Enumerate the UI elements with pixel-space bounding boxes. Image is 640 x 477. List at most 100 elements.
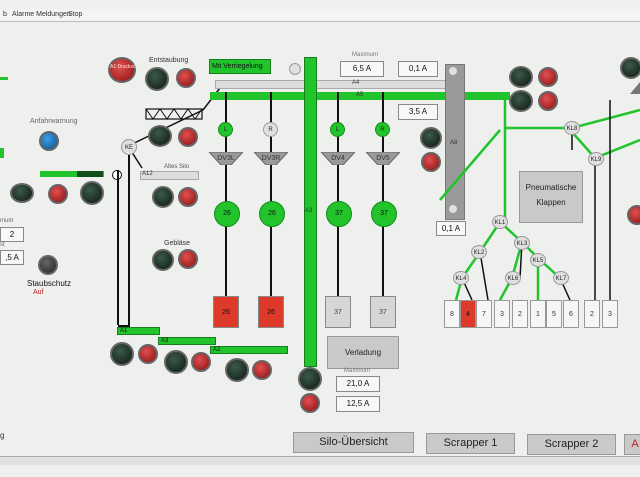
cell-3[interactable]: 7 [476, 300, 492, 328]
entstaubung-label: Entstaubung [149, 57, 189, 64]
mit-verriegelung-toggle[interactable]: Mit Verriegelung [209, 59, 271, 74]
cell-7[interactable]: 5 [546, 300, 562, 328]
silo-box-dv3l[interactable]: 26 [213, 296, 239, 328]
far-right-red-lamp[interactable] [627, 205, 640, 225]
a2-lamp[interactable] [225, 358, 249, 382]
menu-item-b[interactable]: b [3, 11, 7, 18]
ke-vertical-line [128, 155, 130, 325]
verladung-red-lamp[interactable] [300, 393, 320, 413]
scrapper-2-button[interactable]: Scrapper 2 [527, 434, 616, 455]
top-junction-node [289, 63, 301, 75]
valve-kl6[interactable]: KL6 [505, 271, 521, 285]
cell-10[interactable]: 3 [602, 300, 618, 328]
valve-kl1[interactable]: KL1 [492, 215, 508, 229]
left-lamp-1[interactable] [10, 183, 34, 203]
staubschutz-knob[interactable] [38, 255, 58, 275]
port-dv3r[interactable]: R [263, 122, 278, 137]
current-actual-bottom: 12,5 A [336, 396, 380, 412]
line-dv4 [337, 92, 339, 297]
right-red-lamp-2[interactable] [538, 91, 558, 111]
a3-label: A3 [305, 208, 313, 214]
a8-red-lamp[interactable] [421, 152, 441, 172]
funnel-dv3l [209, 152, 243, 165]
line-dv5 [382, 92, 384, 297]
left-fragment-2: st [0, 242, 5, 248]
port-dv5[interactable]: R [375, 122, 390, 137]
funnel-dv5 [366, 152, 400, 165]
a8-lamp[interactable] [420, 127, 442, 149]
motor-dv5[interactable]: 37 [371, 201, 397, 227]
a3-lamp[interactable] [164, 350, 188, 374]
a1-red-lamp[interactable] [138, 344, 158, 364]
motor-dv3r[interactable]: 26 [259, 201, 285, 227]
a8-current: 0,1 A [436, 221, 466, 236]
pressure-switch-lamp[interactable] [108, 57, 136, 83]
cell-2[interactable]: 4 [460, 300, 476, 328]
valve-kl3[interactable]: KL3 [514, 236, 530, 250]
a2-red-lamp[interactable] [252, 360, 272, 380]
pneumatische-klappen-button[interactable]: Pneumatische Klappen [519, 171, 583, 223]
far-right-lamp[interactable] [620, 57, 640, 79]
geblaese-red-lamp[interactable] [178, 249, 198, 269]
altsilo-lamp-bottom[interactable] [152, 186, 174, 208]
valve-kl4[interactable]: KL4 [453, 271, 469, 285]
ke-bottom-line [118, 325, 130, 327]
silo-box-dv3r[interactable]: 26 [258, 296, 284, 328]
geblaese-lamp[interactable] [152, 249, 174, 271]
scrapper-1-button[interactable]: Scrapper 1 [426, 433, 515, 454]
left-lamp-2[interactable] [80, 181, 104, 205]
a8-bottom-roller [448, 204, 458, 214]
silo-box-dv5[interactable]: 37 [370, 296, 396, 328]
a8-top-roller [448, 66, 458, 76]
line-dv3r [270, 92, 272, 297]
right-lamp-2[interactable] [509, 90, 533, 112]
port-dv3l[interactable]: L [218, 122, 233, 137]
geblaese-label: Gebläse [164, 240, 191, 247]
entstaubung-red-lamp[interactable] [176, 68, 196, 88]
cell-1[interactable]: 8 [444, 300, 460, 328]
scroll-up-icon[interactable] [630, 82, 640, 94]
silo-uebersicht-button[interactable]: Silo-Übersicht [293, 432, 414, 453]
valve-kl5[interactable]: KL5 [530, 253, 546, 267]
funnel-dv3r [254, 152, 288, 165]
altsilo-red-lamp-top[interactable] [178, 127, 198, 147]
funnel-dv3l-label: DV3L [217, 155, 235, 162]
ke-node[interactable]: KE [121, 139, 137, 155]
alarm-button[interactable]: A [624, 434, 640, 455]
maximum-bottom-label: Maximum [344, 368, 371, 374]
motor-dv4[interactable]: 37 [326, 201, 352, 227]
altsilo-lamp-top[interactable] [148, 125, 172, 147]
entstaubung-lamp[interactable] [145, 67, 169, 91]
cell-8[interactable]: 6 [563, 300, 579, 328]
right-lamp-1[interactable] [509, 66, 533, 88]
a3-red-lamp[interactable] [191, 352, 211, 372]
cell-9[interactable]: 2 [584, 300, 600, 328]
left-vertical-line [117, 170, 119, 325]
staubschutz-label: Staubschutz [27, 279, 72, 288]
valve-kl7[interactable]: KL7 [553, 271, 569, 285]
silo-box-dv4[interactable]: 37 [325, 296, 351, 328]
a1-lamp[interactable] [110, 342, 134, 366]
right-red-lamp-1[interactable] [538, 67, 558, 87]
menu-item-stop[interactable]: Stop [68, 11, 83, 18]
port-dv4[interactable]: L [330, 122, 345, 137]
menu-item-alarme-meldungen[interactable]: Alarme Meldungen [12, 11, 71, 18]
left-stub-line [0, 77, 8, 80]
cell-5[interactable]: 2 [512, 300, 528, 328]
conveyor-a8 [445, 64, 465, 220]
valve-kl9[interactable]: KL9 [588, 152, 604, 166]
current-max-bottom: 21,0 A [336, 376, 380, 392]
conveyor-a2: A2 [210, 346, 288, 354]
left-red-lamp[interactable] [48, 184, 68, 204]
anfahrwarnung-lamp[interactable] [39, 131, 59, 151]
valve-kl8[interactable]: KL8 [564, 121, 580, 135]
motor-dv3l[interactable]: 26 [214, 201, 240, 227]
altsilo-red-lamp-bottom[interactable] [178, 187, 198, 207]
verladung-lamp[interactable] [298, 367, 322, 391]
valve-kl2[interactable]: KL2 [471, 245, 487, 259]
cell-6[interactable]: 1 [530, 300, 546, 328]
verladung-button[interactable]: Verladung [327, 336, 399, 369]
left-stub-bar [0, 148, 4, 158]
cell-4[interactable]: 3 [494, 300, 510, 328]
